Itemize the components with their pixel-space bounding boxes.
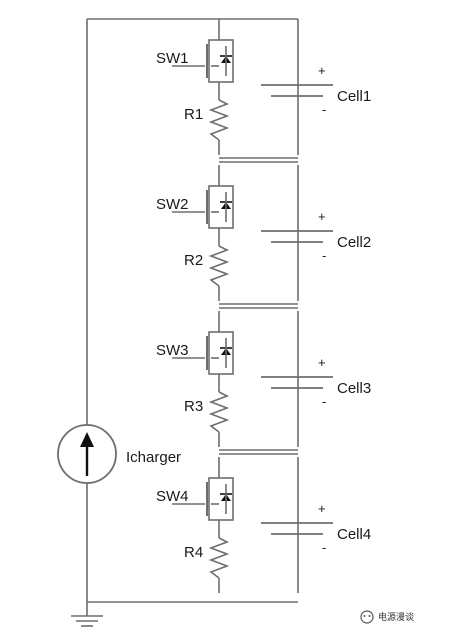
stage-1 [172, 19, 333, 155]
resistor-1 [208, 99, 230, 141]
resistor-label-3: R3 [184, 398, 203, 415]
switch-label-3: SW3 [156, 342, 189, 359]
mosfet-body-3 [208, 331, 234, 375]
cell-minus-4: - [322, 540, 326, 555]
resistor-4 [208, 537, 230, 579]
cell-plus-1: + [318, 63, 326, 78]
cell-plus-4: + [318, 501, 326, 516]
cell-minus-1: - [322, 102, 326, 117]
cell-label-2: Cell2 [337, 234, 371, 251]
stage-3 [172, 303, 333, 447]
cell-label-3: Cell3 [337, 380, 371, 397]
cell-label-4: Cell4 [337, 526, 371, 543]
cell-minus-3: - [322, 394, 326, 409]
mosfet-body-4 [208, 477, 234, 521]
current-source-label: Icharger [126, 449, 181, 466]
mosfet-body-2 [208, 185, 234, 229]
resistor-2 [208, 245, 230, 287]
switch-label-4: SW4 [156, 488, 189, 505]
mosfet-body-1 [208, 39, 234, 83]
resistor-3 [208, 391, 230, 433]
resistor-label-2: R2 [184, 252, 203, 269]
switch-label-1: SW1 [156, 50, 189, 67]
resistor-label-1: R1 [184, 106, 203, 123]
ground-symbol [71, 602, 103, 627]
watermark: 电源漫谈 [360, 610, 414, 624]
stage-4 [172, 449, 333, 593]
watermark-text: 电源漫谈 [378, 611, 414, 622]
resistor-label-4: R4 [184, 544, 203, 561]
current-source [57, 424, 117, 484]
wiring [86, 18, 298, 603]
cell-plus-2: + [318, 209, 326, 224]
cell-minus-2: - [322, 248, 326, 263]
stage-2 [172, 157, 333, 301]
switch-label-2: SW2 [156, 196, 189, 213]
cell-label-1: Cell1 [337, 88, 371, 105]
cell-plus-3: + [318, 355, 326, 370]
